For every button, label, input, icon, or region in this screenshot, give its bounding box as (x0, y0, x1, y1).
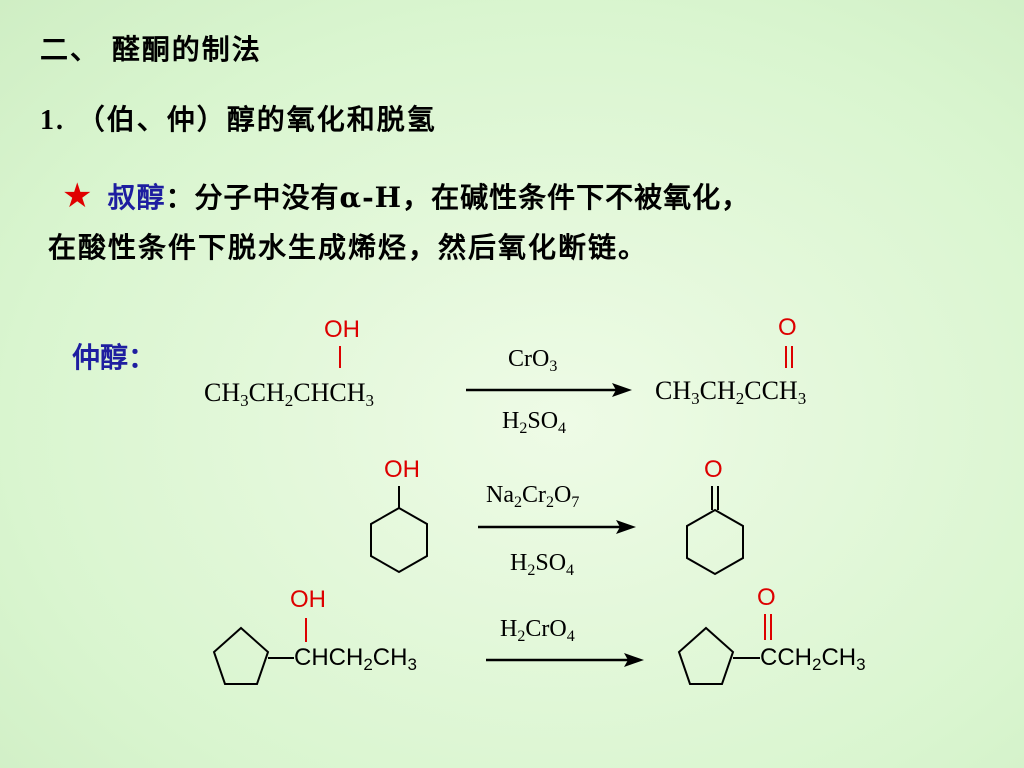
cyclopentane-ring-reactant (212, 626, 270, 685)
subsection-title: （伯、仲）醇的氧化和脱氢 (76, 103, 437, 136)
tertiary-term: 叔醇 (107, 181, 166, 214)
reagent-bottom-2: H2SO4 (510, 550, 575, 579)
carbonyl-oxygen-2: O (704, 456, 723, 483)
tertiary-desc-1: 分子中没有α-H，在碱性条件下不被氧化， (194, 181, 751, 214)
tertiary-note-line1: ★ 叔醇：分子中没有α-H，在碱性条件下不被氧化， (62, 176, 750, 216)
carbonyl-oxygen-1: O (778, 314, 797, 341)
subsection-number: 1. (40, 105, 65, 136)
secondary-alcohol-label: 仲醇： (72, 341, 157, 374)
reagent-top-3: H2CrO4 (500, 616, 575, 645)
star-icon: ★ (62, 176, 94, 216)
oh-group-1: OH (324, 316, 360, 343)
arrow-head-3 (624, 653, 644, 667)
cyclohexane-ring-reactant (370, 506, 428, 574)
arrow-head-1 (612, 383, 632, 397)
cyclopentane-ring-product (677, 626, 735, 685)
section-heading: 二、 醛酮的制法 (40, 33, 262, 66)
reagent-top-1: CrO3 (508, 346, 558, 375)
reactant-formula-3: CHCH2CH3 (294, 644, 417, 674)
product-formula-1: CH3CH2CCH3 (655, 376, 807, 408)
cyclohexane-ring-product (686, 508, 744, 576)
reagent-bottom-1: H2SO4 (502, 408, 567, 437)
subsection-heading: 1. （伯、仲）醇的氧化和脱氢 (40, 98, 437, 138)
reactant-formula-1: CH3CH2CHCH3 (204, 378, 374, 410)
reagent-top-2: Na2Cr2O7 (486, 482, 580, 511)
arrow-head-2 (616, 520, 636, 534)
carbonyl-oxygen-3: O (757, 584, 776, 611)
oh-group-2: OH (384, 456, 420, 483)
tertiary-note-line2: 在酸性条件下脱水生成烯烃，然后氧化断链。 (48, 231, 649, 264)
oh-group-3: OH (290, 586, 326, 613)
tertiary-colon: ： (165, 181, 195, 214)
product-formula-3: CCH2CH3 (760, 644, 866, 674)
